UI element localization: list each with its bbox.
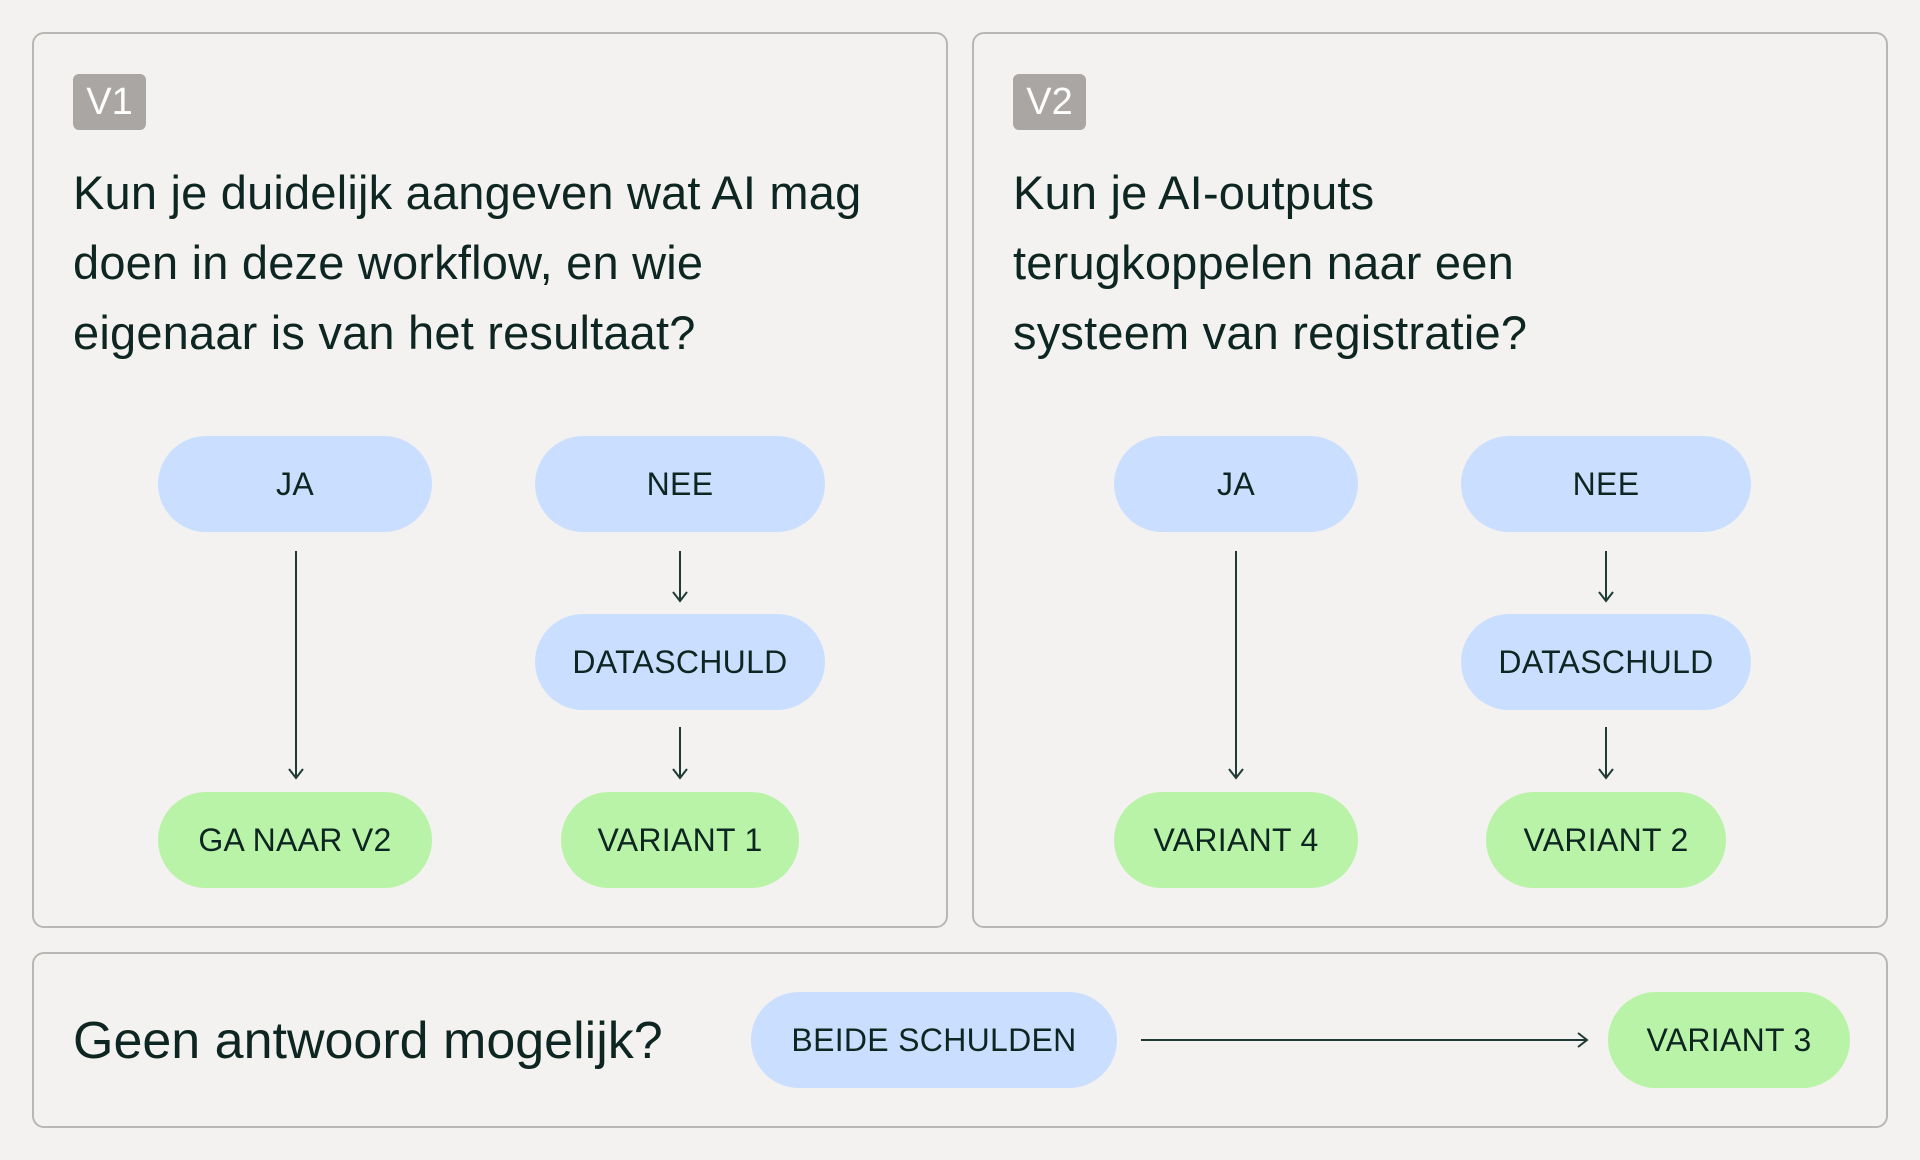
v1-yes-result-label: GA NAAR V2 xyxy=(198,821,392,858)
v1-no-pill: NEE xyxy=(535,436,825,532)
panel-v2: V2 Kun je AI-outputs terugkoppelen naar … xyxy=(972,32,1888,928)
v2-yes-pill: JA xyxy=(1114,436,1358,532)
panel-v1: V1 Kun je duidelijk aangeven wat AI mag … xyxy=(32,32,948,928)
v2-no-label: NEE xyxy=(1572,465,1640,502)
v2-arrow-yes xyxy=(1228,551,1244,780)
both-debts-pill: BEIDE SCHULDEN xyxy=(751,992,1117,1088)
v1-question: Kun je duidelijk aangeven wat AI mag doe… xyxy=(73,166,862,359)
v1-arrow-yes xyxy=(288,551,304,780)
v1-arrow-no-to-debt xyxy=(672,551,688,603)
both-debts-label: BEIDE SCHULDEN xyxy=(791,1021,1077,1058)
v1-yes-label: JA xyxy=(276,465,314,502)
v2-no-pill: NEE xyxy=(1461,436,1751,532)
v1-debt-label: DATASCHULD xyxy=(572,643,788,680)
v2-arrow-debt-to-variant xyxy=(1598,727,1614,780)
bottom-question: Geen antwoord mogelijk? xyxy=(73,1012,663,1070)
panel-no-answer: Geen antwoord mogelijk? BEIDE SCHULDEN V… xyxy=(32,952,1888,1128)
v2-arrow-no-to-debt xyxy=(1598,551,1614,603)
v1-tag: V1 xyxy=(73,74,146,130)
v1-debt-pill: DATASCHULD xyxy=(535,614,825,710)
v2-debt-label: DATASCHULD xyxy=(1498,643,1714,680)
v2-no-result-label: VARIANT 2 xyxy=(1523,821,1689,858)
v2-yes-result-label: VARIANT 4 xyxy=(1153,821,1319,858)
v2-debt-pill: DATASCHULD xyxy=(1461,614,1751,710)
v2-yes-label: JA xyxy=(1217,465,1255,502)
bottom-arrow xyxy=(1141,1032,1589,1048)
v1-no-result-label: VARIANT 1 xyxy=(597,821,763,858)
v1-variant-pill: VARIANT 1 xyxy=(561,792,799,888)
v1-arrow-debt-to-variant xyxy=(672,727,688,780)
variant3-label: VARIANT 3 xyxy=(1646,1021,1812,1058)
v2-question: Kun je AI-outputs terugkoppelen naar een… xyxy=(1013,166,1528,359)
v2-tag: V2 xyxy=(1013,74,1086,130)
v1-no-label: NEE xyxy=(646,465,714,502)
variant3-pill: VARIANT 3 xyxy=(1608,992,1850,1088)
v2-variant4-pill: VARIANT 4 xyxy=(1114,792,1358,888)
v2-variant2-pill: VARIANT 2 xyxy=(1486,792,1726,888)
v1-yes-pill: JA xyxy=(158,436,432,532)
v1-goto-v2-pill: GA NAAR V2 xyxy=(158,792,432,888)
